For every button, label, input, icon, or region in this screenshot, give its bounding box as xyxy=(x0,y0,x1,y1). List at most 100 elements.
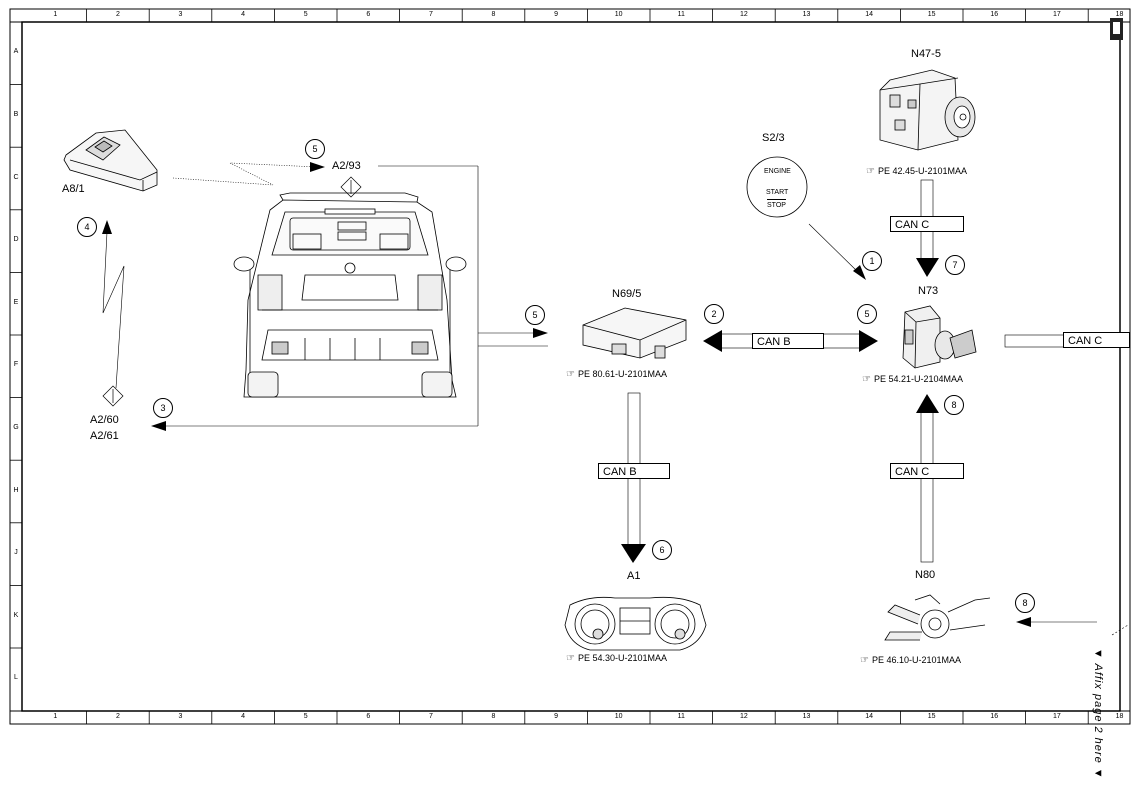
start-button-engine-text: ENGINE xyxy=(764,168,791,175)
column-label: 15 xyxy=(927,713,936,720)
column-label: 14 xyxy=(865,713,873,720)
antenna-symbol-a260 xyxy=(102,385,124,407)
start-stop-button-illustration xyxy=(746,156,808,218)
can-b-label-middle: CAN B xyxy=(752,333,824,349)
can-c-label-top: CAN C xyxy=(890,216,964,232)
row-label: A xyxy=(13,48,19,56)
row-label: G xyxy=(13,423,19,431)
column-label: 15 xyxy=(927,11,936,18)
column-label: 12 xyxy=(739,11,748,18)
column-label: 12 xyxy=(739,713,748,720)
row-label: K xyxy=(13,611,19,619)
label-a2-61: A2/61 xyxy=(90,430,119,442)
pe-ref-n73[interactable]: ☞PE 54.21-U-2104MAA xyxy=(862,374,964,385)
label-n73: N73 xyxy=(918,285,939,297)
hand-pointer-icon: ☞ xyxy=(566,653,575,664)
start-button-stop-text: STOP xyxy=(767,199,786,212)
column-label: 1 xyxy=(53,11,58,18)
vehicle-rear-illustration xyxy=(233,192,467,398)
callout-3: 3 xyxy=(153,398,173,418)
label-n47-5: N47-5 xyxy=(911,48,941,60)
row-label: B xyxy=(13,110,19,118)
ignition-switch-illustration xyxy=(902,305,977,369)
column-label: 11 xyxy=(677,713,685,720)
row-label: H xyxy=(13,486,19,494)
callout-2: 2 xyxy=(704,304,724,324)
pe-ref-n47[interactable]: ☞PE 42.45-U-2101MAA xyxy=(866,166,968,177)
column-label: 13 xyxy=(802,11,811,18)
column-label: 17 xyxy=(1052,11,1061,18)
steering-column-module-illustration xyxy=(884,594,991,641)
pe-ref-n80[interactable]: ☞PE 46.10-U-2101MAA xyxy=(860,655,962,666)
column-label: 6 xyxy=(366,11,371,18)
column-label: 10 xyxy=(614,11,623,18)
column-label: 9 xyxy=(554,713,559,720)
can-c-label-right: CAN C xyxy=(1063,332,1130,348)
column-label: 6 xyxy=(366,713,371,720)
column-label: 17 xyxy=(1052,713,1061,720)
row-label: F xyxy=(13,361,19,369)
column-label: 1 xyxy=(53,713,58,720)
hand-pointer-icon: ☞ xyxy=(566,369,575,380)
column-label: 5 xyxy=(303,713,308,720)
antenna-symbol-a293 xyxy=(340,176,362,198)
column-label: 18 xyxy=(1115,11,1124,18)
label-n69-5: N69/5 xyxy=(612,288,642,300)
column-label: 3 xyxy=(178,11,183,18)
callout-4: 4 xyxy=(77,217,97,237)
row-label: C xyxy=(13,173,19,181)
row-label: L xyxy=(14,674,18,682)
callout-8-n73: 8 xyxy=(944,395,964,415)
keyless-go-unit-illustration xyxy=(582,307,687,359)
outer-frame xyxy=(9,8,1131,725)
start-button-start-text: START xyxy=(766,189,789,196)
callout-7: 7 xyxy=(945,255,965,275)
callout-6: 6 xyxy=(652,540,672,560)
pe-ref-a1[interactable]: ☞PE 54.30-U-2101MAA xyxy=(566,653,668,664)
hand-pointer-icon: ☞ xyxy=(862,374,871,385)
column-label: 9 xyxy=(554,11,559,18)
column-label: 10 xyxy=(614,713,623,720)
column-label: 2 xyxy=(115,11,120,18)
column-label: 16 xyxy=(990,713,999,720)
label-s2-3: S2/3 xyxy=(762,132,785,144)
instrument-cluster-illustration xyxy=(564,596,707,651)
column-label: 4 xyxy=(241,713,246,720)
label-a2-60: A2/60 xyxy=(90,414,119,426)
row-label: D xyxy=(13,236,19,244)
label-a2-93: A2/93 xyxy=(332,160,361,172)
callout-5-a2-93: 5 xyxy=(305,139,325,159)
row-label: E xyxy=(13,298,19,306)
row-label: J xyxy=(14,549,18,557)
column-label: 18 xyxy=(1115,713,1124,720)
pe-ref-n69[interactable]: ☞PE 80.61-U-2101MAA xyxy=(566,369,668,380)
can-b-label-down: CAN B xyxy=(598,463,670,479)
column-label: 7 xyxy=(428,713,433,720)
can-c-label-up: CAN C xyxy=(890,463,964,479)
label-a1: A1 xyxy=(627,570,641,582)
callout-5-n73: 5 xyxy=(857,304,877,324)
label-n80: N80 xyxy=(915,569,936,581)
hand-pointer-icon: ☞ xyxy=(860,655,869,666)
column-label: 5 xyxy=(303,11,308,18)
column-label: 11 xyxy=(677,11,685,18)
column-label: 2 xyxy=(115,713,120,720)
column-label: 14 xyxy=(865,11,873,18)
hand-pointer-icon: ☞ xyxy=(866,166,875,177)
callout-5-n69: 5 xyxy=(525,305,545,325)
callout-8-n80: 8 xyxy=(1015,593,1035,613)
callout-1: 1 xyxy=(862,251,882,271)
esp-unit-illustration xyxy=(879,69,976,151)
column-label: 7 xyxy=(428,11,433,18)
key-fob-illustration xyxy=(63,129,158,192)
column-label: 13 xyxy=(802,713,811,720)
label-a8-1: A8/1 xyxy=(62,183,85,195)
inner-frame xyxy=(21,21,1121,712)
column-label: 3 xyxy=(178,713,183,720)
column-label: 8 xyxy=(491,713,496,720)
affix-page-note: ▼ Affix page 2 here ▼ xyxy=(1092,648,1104,780)
column-label: 4 xyxy=(241,11,246,18)
column-label: 8 xyxy=(491,11,496,18)
column-label: 16 xyxy=(990,11,999,18)
